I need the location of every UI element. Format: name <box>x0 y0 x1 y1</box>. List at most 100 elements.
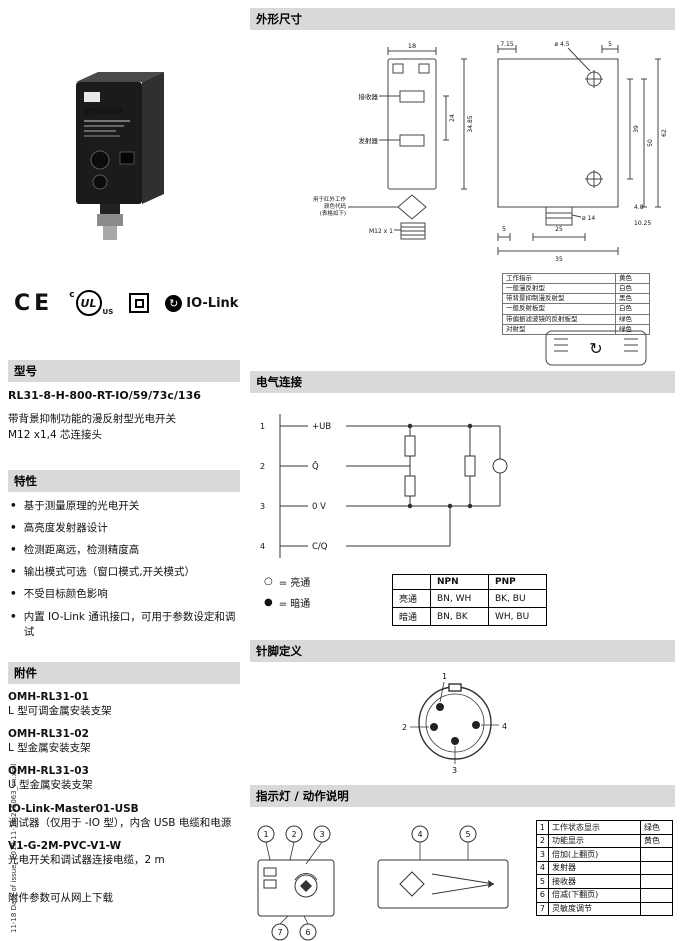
dim-7-15: 7.15 <box>500 41 514 48</box>
features-list: 基于测量原理的光电开关 高亮度发射器设计 检测距离远，检测精度高 输出模式可选（… <box>10 499 240 641</box>
accessory-item: OMH-RL31-02 L 型金属安装支架 <box>8 728 91 755</box>
label-receiver: 接收器 <box>359 92 379 101</box>
accessory-item: IO-Link-Master01-USB 调试器（仅用于 -IO 型），内含 U… <box>8 802 232 829</box>
feature-item: 高亮度发射器设计 <box>10 521 240 536</box>
dim-dia-4-5: ø 4.5 <box>554 41 569 48</box>
adjuster-arrow-icon: ↻ <box>589 339 602 358</box>
color-code-legend-table: 工作指示黄色 一般漫反射型白色 带背景抑制漫反射型黑色 一般反射板型白色 带偏振… <box>502 272 650 335</box>
legend-row: 对射型绿色 <box>502 323 650 335</box>
callout-4: 4 <box>417 830 422 839</box>
electrical-connection: 1 +UB 2 Q̄ 3 0 V 4 C/Q <box>250 400 675 640</box>
dim-m12: M12 x 1 <box>369 228 393 235</box>
dim-note-line2: 颜色代码 <box>324 202 347 210</box>
pinout-label-3: 3 <box>452 766 457 775</box>
dim-dia-14: ø 14 <box>582 215 595 222</box>
legend-row: 带背景抑制漫反射型黑色 <box>502 293 650 305</box>
model-number: RL31-8-H-800-RT-IO/59/73c/136 <box>8 389 201 402</box>
pinout-label-4: 4 <box>502 722 507 731</box>
legend-dark-on: ● = 暗通 <box>264 597 311 610</box>
protection-class-icon <box>129 293 150 313</box>
dim-note-line1: 用于红外工作 <box>313 195 347 203</box>
accessories-note: 附件参数可从网上下载 <box>8 892 113 905</box>
callout-5: 5 <box>465 830 470 839</box>
dim-note-line3: (表格如下) <box>320 209 346 217</box>
legend-row: 一般反射板型白色 <box>502 303 650 315</box>
pin-assignment: 1 2 3 4 <box>250 669 675 785</box>
dim-4-8: 4.8 <box>634 204 644 211</box>
accessory-item: OMH-RL31-01 L 型可调金属安装支架 <box>8 691 112 718</box>
dim-10-25: 10.25 <box>634 220 651 227</box>
dim-39: 39 <box>633 125 640 133</box>
pin-4-label: C/Q <box>312 542 328 552</box>
certification-row: CE c UL US ↻ IO-Link <box>14 286 240 320</box>
model-description: 带背景抑制功能的漫反射型光电开关 M12 x1,4 芯连接头 <box>8 413 176 441</box>
table-row: 暗通 BN, BK WH, BU <box>392 607 547 626</box>
indicator-operation: 1 2 3 7 6 4 5 <box>250 814 675 941</box>
table-header-row: NPN PNP <box>392 574 547 590</box>
dim-25: 25 <box>555 226 563 233</box>
dim-62: 62 <box>661 129 668 137</box>
rear-view-sketch: ↻ <box>545 330 647 366</box>
product-logo-text: VISOLUX <box>84 107 124 116</box>
pinout-label-2: 2 <box>402 723 407 732</box>
section-header-indicators: 指示灯 / 动作说明 <box>250 785 675 807</box>
sensor-photo-illustration: VISOLUX <box>76 72 164 240</box>
feature-item: 基于测量原理的光电开关 <box>10 499 240 514</box>
wiring-diagram: 1 +UB 2 Q̄ 3 0 V 4 C/Q <box>260 414 508 558</box>
callout-6: 6 <box>305 928 310 937</box>
legend-row: 带偏振滤波镜的反射板型绿色 <box>502 313 650 325</box>
pin-1-label: +UB <box>312 422 331 432</box>
dimension-views: 18 接收器 发射器 24 34.85 用于红外工作 颜色代码 (表格如下) <box>313 41 668 263</box>
electrical-legend-and-table: ○ = 亮通 ● = 暗通 NPN PNP 亮通 <box>264 574 675 626</box>
pin-1-number: 1 <box>260 422 265 431</box>
section-header-electrical: 电气连接 <box>250 371 675 393</box>
indicator-sketches: 1 2 3 7 6 4 5 <box>257 825 509 941</box>
pinout-label-1: 1 <box>442 672 447 681</box>
callout-1: 1 <box>263 830 268 839</box>
feature-item: 检测距离远，检测精度高 <box>10 543 240 558</box>
section-header-features: 特性 <box>8 469 240 492</box>
connector-face-diagram: 1 2 3 4 <box>402 672 507 775</box>
left-column: VISOLUX CE c UL US ↻ <box>8 8 240 905</box>
dim-34-85: 34.85 <box>467 115 474 132</box>
feature-item: 输出模式可选（窗口模式,开关模式） <box>10 565 240 580</box>
callout-3: 3 <box>319 830 324 839</box>
dimension-drawing: 18 接收器 发射器 24 34.85 用于红外工作 颜色代码 (表格如下) <box>250 37 675 371</box>
io-link-icon: ↻ <box>165 294 183 312</box>
legend-row: 一般漫反射型白色 <box>502 283 650 295</box>
callout-7: 7 <box>277 928 282 937</box>
pin-3-number: 3 <box>260 502 265 511</box>
legend-light-on: ○ = 亮通 <box>264 576 311 589</box>
section-header-accessories: 附件 <box>8 662 240 685</box>
filled-circle-icon: ● <box>264 597 273 608</box>
pin-2-label: Q̄ <box>312 460 319 472</box>
product-photo: VISOLUX <box>44 48 240 252</box>
section-header-pinout: 针脚定义 <box>250 640 675 662</box>
dim-50: 50 <box>647 139 654 147</box>
io-link-logo: ↻ IO-Link <box>165 294 238 312</box>
table-row: 亮通 BN, WH BK, BU <box>392 589 547 608</box>
pin-4-number: 4 <box>260 542 265 551</box>
output-legend: ○ = 亮通 ● = 暗通 <box>264 574 382 616</box>
section-header-dimensions: 外形尺寸 <box>250 8 675 30</box>
pin-3-label: 0 V <box>312 502 326 512</box>
ce-mark-icon: CE <box>14 290 54 316</box>
dim-35: 35 <box>555 256 563 263</box>
feature-item: 内置 IO-Link 通讯接口，可用于参数设定和调试 <box>10 610 240 640</box>
feature-item: 不受目标颜色影响 <box>10 587 240 602</box>
callout-2: 2 <box>291 830 296 839</box>
dim-5-top: 5 <box>608 41 612 48</box>
dim-5-bottom: 5 <box>502 226 506 233</box>
ul-letters: UL <box>80 296 97 310</box>
dim-24: 24 <box>449 114 456 122</box>
accessory-item: V1-G-2M-PVC-V1-W 光电开关和调试器连接电缆，2 m <box>8 839 165 866</box>
section-header-model: 型号 <box>8 360 240 382</box>
